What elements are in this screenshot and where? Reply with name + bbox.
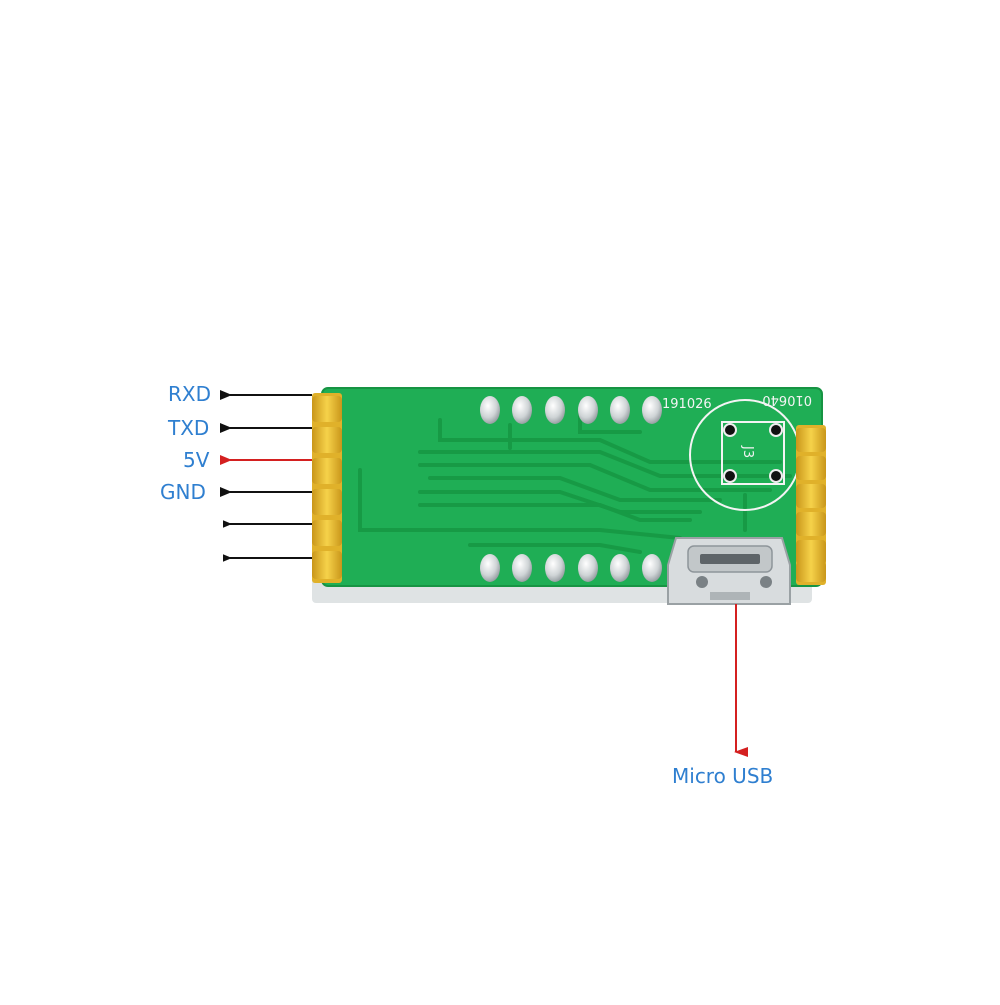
- pcb-traces: [358, 408, 792, 554]
- label-rxd: RXD: [168, 382, 211, 406]
- label-gnd: GND: [160, 480, 206, 504]
- label-txd: TXD: [168, 416, 210, 440]
- left-pin-header: [312, 393, 342, 583]
- blank-patch: [108, 505, 223, 575]
- silkscreen-code-left: 191026: [662, 397, 712, 412]
- bottom-pad-row: [480, 554, 662, 582]
- pcb-board: [322, 388, 822, 586]
- label-5v: 5V: [183, 448, 210, 472]
- top-pad-row: [480, 396, 662, 424]
- micro-usb-port: [667, 537, 791, 605]
- silkscreen-code-right: 010640: [762, 392, 812, 407]
- label-micro-usb: Micro USB: [672, 764, 774, 788]
- right-pin-header: [796, 425, 826, 585]
- silkscreen-j3: J3: [740, 445, 755, 458]
